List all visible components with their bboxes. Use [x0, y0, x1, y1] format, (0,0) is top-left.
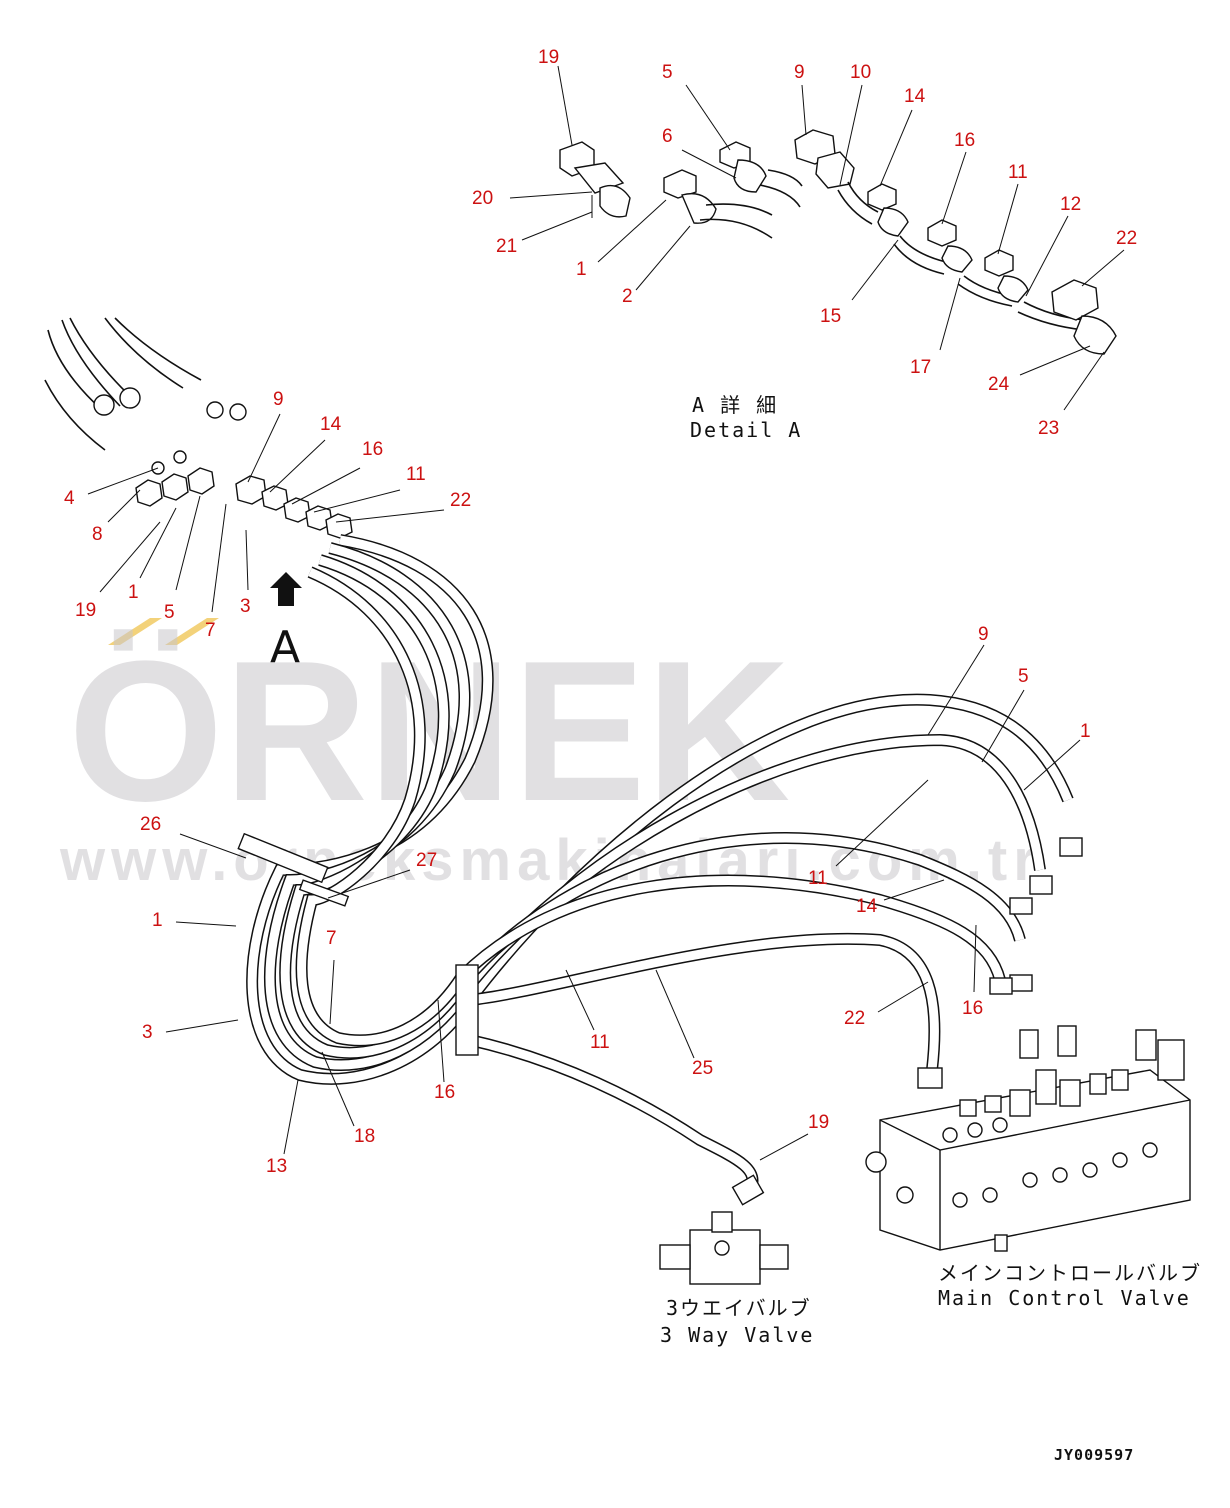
callout: 4 — [64, 488, 75, 509]
callout: 19 — [538, 47, 559, 68]
callout: 19 — [808, 1112, 829, 1133]
fitting-19 — [559, 141, 631, 218]
callout: 16 — [954, 130, 975, 151]
callout: 9 — [273, 389, 284, 410]
clamp-27 — [298, 879, 350, 907]
callout: 5 — [1018, 666, 1029, 687]
callout: 23 — [1038, 418, 1059, 439]
callout: 7 — [326, 928, 337, 949]
three-way-valve — [659, 1211, 789, 1285]
callout: 27 — [416, 850, 437, 871]
callout: 24 — [988, 374, 1010, 395]
main-valve-body — [879, 1069, 1191, 1251]
callout: 11 — [808, 868, 828, 889]
three-way-valve-port-right — [759, 1244, 789, 1270]
callout: 14 — [320, 414, 342, 435]
callout: 13 — [266, 1156, 287, 1177]
drawing-code: JY009597 — [1054, 1446, 1134, 1464]
detail-callouts: 19 20 21 5 6 1 2 9 10 14 16 15 11 12 17 … — [472, 47, 1137, 439]
o-ring-icon — [173, 450, 187, 464]
callout: 1 — [1080, 721, 1091, 742]
callout: 1 — [152, 910, 163, 931]
three-way-valve-knob — [714, 1240, 730, 1256]
callout: 26 — [140, 814, 161, 835]
view-arrow-a: A — [270, 572, 302, 673]
watermark-url: www.orneksmakinalari.com.tr — [59, 828, 1042, 893]
callout: 11 — [406, 464, 426, 485]
callout: 21 — [496, 236, 517, 257]
fitting-chain-9-23 — [794, 129, 1117, 355]
callout: 8 — [92, 524, 103, 545]
main-valve-eyelet — [865, 1151, 887, 1173]
callout: 1 — [128, 582, 139, 603]
callout: 17 — [910, 357, 931, 378]
main-callouts: 9 5 1 11 14 22 16 26 27 1 7 3 11 25 16 1… — [140, 624, 1091, 1177]
callout: 20 — [472, 188, 493, 209]
detail-title-jp: A 詳 細 — [692, 393, 778, 417]
watermark-accent-left — [108, 618, 162, 645]
three-way-valve-body — [689, 1229, 761, 1285]
detail-a-drawing — [559, 129, 1117, 355]
three-way-valve-label-jp: 3ウエイバルブ — [666, 1296, 812, 1320]
callout: 14 — [904, 86, 926, 107]
callout: 11 — [590, 1032, 610, 1053]
callout: 25 — [692, 1058, 713, 1079]
main-valve-label-en: Main Control Valve — [938, 1286, 1191, 1310]
callout: 3 — [142, 1022, 153, 1043]
fitting-1-2 — [663, 141, 803, 239]
three-way-valve-port-left — [659, 1244, 691, 1270]
clamp-center — [455, 964, 479, 1056]
view-arrow-label: A — [270, 622, 300, 673]
callout: 12 — [1060, 194, 1081, 215]
hose-end-fitting — [917, 1067, 943, 1089]
callout: 10 — [850, 62, 871, 83]
main-control-valve — [865, 1025, 1191, 1252]
detail-title-en: Detail A — [690, 418, 802, 442]
callout: 6 — [662, 126, 673, 147]
hose-end-fitting — [1029, 875, 1053, 895]
hose-end-fitting — [1059, 837, 1083, 857]
arrow-up-icon — [270, 572, 302, 606]
callout: 16 — [362, 439, 383, 460]
callout: 14 — [856, 896, 878, 917]
callout: 9 — [978, 624, 989, 645]
hose-end-fitting — [1009, 897, 1033, 915]
callout: 5 — [662, 62, 673, 83]
callout: 7 — [205, 620, 216, 641]
callout: 22 — [844, 1008, 865, 1029]
hose-end-fitting — [1009, 974, 1033, 992]
callout: 16 — [962, 998, 983, 1019]
clamp-26 — [237, 832, 329, 884]
callout: 22 — [450, 490, 471, 511]
callout: 15 — [820, 306, 841, 327]
three-way-valve-port-top — [711, 1211, 733, 1233]
callout: 19 — [75, 600, 96, 621]
fitting-upper — [119, 387, 141, 409]
main-valve-label-jp: メインコントロールバルブ — [938, 1261, 1202, 1285]
left-group-callouts: 9 14 16 11 22 4 8 19 1 5 7 3 — [64, 389, 471, 641]
fitting-upper — [206, 401, 224, 419]
callout: 5 — [164, 602, 175, 623]
fitting-upper — [229, 403, 247, 421]
fitting-upper — [93, 394, 115, 416]
callout: 9 — [794, 62, 805, 83]
callout: 1 — [576, 259, 587, 280]
callout: 2 — [622, 286, 633, 307]
callout: 16 — [434, 1082, 455, 1103]
callout: 22 — [1116, 228, 1137, 249]
callout: 3 — [240, 596, 251, 617]
callout: 11 — [1008, 162, 1028, 183]
hose-end-fitting — [731, 1174, 765, 1206]
left-hose-bundle — [44, 317, 1083, 1206]
watermark-accent-right — [165, 618, 219, 645]
main-valve-ports — [896, 1025, 1185, 1252]
callout: 18 — [354, 1126, 375, 1147]
hose-end-fitting — [989, 977, 1013, 995]
three-way-valve-label-en: 3 Way Valve — [660, 1323, 814, 1347]
